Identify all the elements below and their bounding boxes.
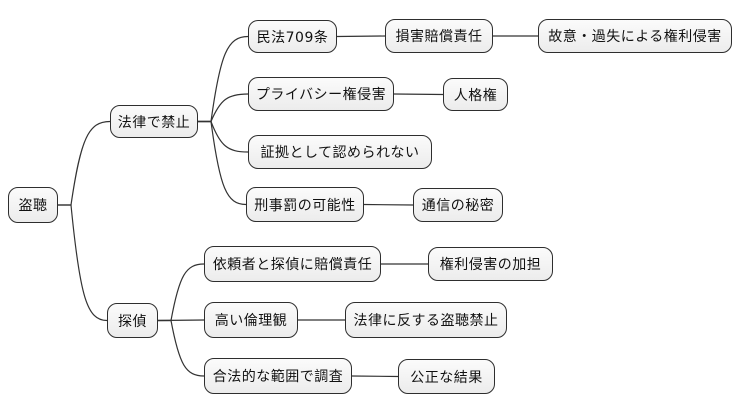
- edge-root-to-detective: [57, 204, 108, 322]
- edge-criminal-to-secrecy: [363, 203, 414, 206]
- edge-law-to-civil709: [197, 35, 249, 123]
- edge-privacy-to-personal-right: [393, 93, 444, 96]
- mindmap-node-civil709: 民法709条: [248, 20, 337, 53]
- mindmap-node-detective: 探偵: [107, 303, 158, 338]
- edge-law-to-privacy: [197, 93, 249, 123]
- mindmap-node-criminal: 刑事罰の可能性: [246, 187, 364, 222]
- edge-civil709-to-damages: [336, 35, 386, 38]
- mindmap-node-root: 盗聴: [8, 187, 58, 223]
- edge-legal-scope-to-fair-result: [351, 375, 399, 378]
- mindmap-node-infringement: 故意・過失による権利侵害: [538, 19, 732, 53]
- mindmap-node-damages: 損害賠償責任: [385, 19, 493, 53]
- edge-root-to-law: [57, 120, 111, 206]
- edge-law-to-criminal: [197, 120, 247, 206]
- mindmap-node-fair-result: 公正な結果: [398, 359, 495, 394]
- mindmap-node-privacy: プライバシー権侵害: [248, 77, 394, 111]
- edge-detective-to-liability: [157, 263, 205, 322]
- mindmap-node-ethics: 高い倫理観: [204, 302, 298, 338]
- edge-detective-to-legal-scope: [157, 319, 205, 377]
- mindmap-node-complicity: 権利侵害の加担: [428, 247, 553, 281]
- mindmap-node-no-illegal: 法律に反する盗聴禁止: [345, 302, 507, 338]
- mindmap-node-evidence: 証拠として認められない: [248, 135, 432, 169]
- mindmap-node-law: 法律で禁止: [110, 105, 198, 138]
- mindmap-node-liability: 依頼者と探偵に賠償責任: [204, 246, 381, 282]
- mindmap-node-personal-right: 人格権: [443, 78, 508, 111]
- edge-law-to-evidence: [197, 120, 249, 153]
- mindmap-node-legal-scope: 合法的な範囲で調査: [204, 358, 352, 394]
- mindmap-node-secrecy: 通信の秘密: [413, 188, 503, 222]
